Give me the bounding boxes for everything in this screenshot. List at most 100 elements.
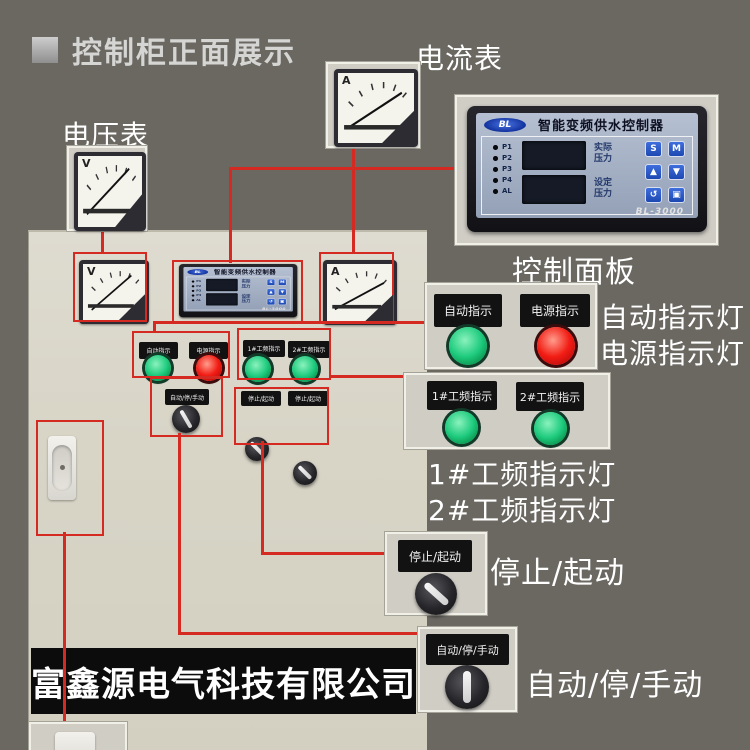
company-banner: 富鑫源电气科技有限公司: [31, 648, 416, 714]
door-handle-zoom: [55, 732, 95, 750]
s-button: S: [645, 141, 662, 157]
cabinet-stop-start-knob-2: [293, 461, 317, 485]
led-icon: [493, 177, 498, 183]
cabinet-plate-freq1: 1#工频指示: [243, 340, 285, 357]
model-number: BL-3000: [262, 306, 286, 312]
brand-logo: BL: [187, 268, 209, 275]
set-pressure-label: 设定压力: [594, 177, 613, 199]
freq1-indicator-lamp: [445, 411, 478, 444]
knob-pointer: [463, 671, 471, 703]
auto-stop-manual-callout: 自动/停/手动: [418, 627, 517, 712]
highlight-stop-start-knobs: [234, 387, 329, 445]
model-number: BL-3000: [635, 207, 684, 217]
freq2-indicator-plate: 2#工频指示: [516, 382, 584, 411]
connector-controller-h: [229, 167, 457, 170]
knob-pointer: [297, 465, 313, 481]
power-indicator-lamp: [537, 327, 575, 365]
up-button: ▲: [645, 164, 662, 180]
led-label: P2: [502, 154, 513, 162]
cabinet-ammeter: A: [323, 260, 397, 325]
connector-stop-start-v: [261, 441, 264, 555]
m-button: M: [278, 278, 287, 286]
voltmeter-dial-icon: [87, 271, 140, 311]
highlight-voltmeter: [73, 252, 147, 322]
led-label: P4: [196, 293, 202, 298]
controller-device: BL 智能变频供水控制器 P1 P2 P3 P4 AL: [467, 106, 707, 232]
led-icon: [191, 298, 195, 302]
led-label: P3: [502, 165, 513, 173]
actual-pressure-label: 实际压力: [241, 279, 251, 289]
freq1-indicator-label: 1#工频指示灯: [428, 458, 617, 491]
led-label: AL: [502, 187, 512, 195]
highlight-freq: [237, 328, 331, 380]
cabinet-plate-power: 电源指示: [189, 342, 228, 359]
stop-start-knob: [415, 573, 457, 615]
stop-start-label: 停止/起动: [490, 556, 626, 591]
connector-voltmeter: [101, 226, 104, 254]
led-label: P3: [196, 289, 202, 293]
auto-stop-manual-label: 自动/停/手动: [526, 668, 704, 703]
freq2-indicator-label: 2#工频指示灯: [428, 494, 617, 527]
led-label: AL: [196, 298, 202, 302]
connector-indicators1-v: [153, 321, 156, 333]
led-icon: [191, 289, 195, 292]
auto-indicator-label: 自动指示灯: [600, 301, 746, 334]
highlight-controller: [172, 260, 303, 324]
ammeter-unit: A: [331, 265, 340, 278]
led-label: P1: [196, 279, 202, 284]
set-pressure-label: 设定压力: [241, 294, 251, 304]
ammeter-zoom: A: [334, 69, 418, 147]
brand-logo: BL: [484, 117, 526, 132]
connector-asm-h: [178, 632, 422, 635]
freq2-indicator-lamp: [534, 412, 567, 445]
cabinet-controller: BL 智能变频供水控制器 P1 P2 P3 P4 AL: [179, 264, 298, 318]
led-icon: [493, 155, 498, 161]
cabinet-stop-start-knob-1: [245, 437, 269, 461]
cabinet-freq2-lamp: [292, 356, 318, 382]
led-icon: [493, 188, 498, 194]
connector-controller-v: [229, 167, 232, 263]
voltmeter-unit: V: [87, 265, 96, 278]
pressure-display-actual: [522, 141, 586, 170]
door-handle: [48, 436, 76, 500]
cabinet-auto-stop-manual-knob: [172, 405, 200, 433]
m-button: M: [668, 141, 685, 157]
enter-button: ▣: [278, 298, 287, 306]
voltmeter-callout: V: [67, 146, 147, 231]
led-icon: [191, 294, 195, 297]
s-button: S: [266, 278, 276, 286]
headline-bullet-icon: [32, 37, 58, 63]
cabinet-plate-auto: 自动指示: [139, 342, 178, 359]
stop-start-callout: 停止/起动: [385, 532, 487, 615]
power-indicator-label: 电源指示灯: [600, 337, 746, 370]
voltmeter-dial-icon: [83, 165, 137, 216]
led-icon: [191, 284, 195, 288]
cabinet-plate-freq2: 2#工频指示: [288, 341, 330, 358]
ammeter-callout: A: [326, 62, 420, 148]
connector-ammeter: [352, 146, 355, 254]
keyhole-icon: [60, 465, 65, 471]
page-title: 控制柜正面展示: [72, 36, 296, 71]
auto-indicator-plate: 自动指示: [434, 294, 502, 327]
control-panel-callout: BL 智能变频供水控制器 P1 P2 P3 P4 AL: [455, 95, 718, 245]
knob-pointer: [422, 581, 450, 607]
connector-asm-v: [178, 433, 181, 635]
freq1-indicator-plate: 1#工频指示: [427, 381, 497, 410]
up-button: ▲: [266, 288, 276, 296]
cabinet-plate-stop-start-1: 停止/起动: [241, 391, 281, 406]
status-leds: P1 P2 P3 P4 AL: [493, 143, 512, 195]
ammeter-label: 电流表: [416, 42, 504, 75]
auto-power-callout: 自动指示 电源指示: [425, 283, 597, 369]
pressure-display-set: [206, 293, 238, 306]
stop-start-plate: 停止/起动: [398, 540, 472, 572]
controller-title: 智能变频供水控制器: [538, 119, 665, 134]
ammeter-dial-icon: [332, 271, 387, 311]
status-leds: P1 P2 P3 P4 AL: [191, 279, 202, 302]
highlight-asm-knob: [150, 377, 223, 437]
cabinet-plate-stop-start-2: 停止/起动: [288, 391, 328, 406]
auto-indicator-lamp: [449, 327, 487, 365]
actual-pressure-label: 实际压力: [594, 143, 613, 165]
controller-title: 智能变频供水控制器: [214, 269, 277, 276]
highlight-auto-power: [132, 331, 230, 378]
